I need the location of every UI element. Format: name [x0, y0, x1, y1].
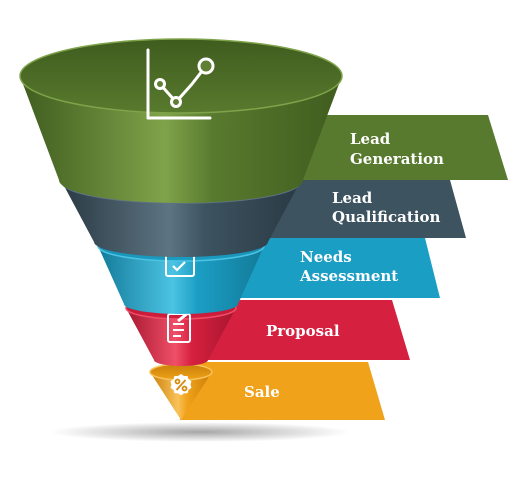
segment-rim: [19, 38, 343, 114]
segment-body: [20, 76, 342, 203]
funnel-shadow: [50, 422, 350, 442]
label-line: Assessment: [299, 267, 398, 285]
ribbon-shape: [270, 180, 466, 238]
label-line: Sale: [244, 383, 280, 401]
ribbon-shape: [180, 362, 385, 420]
segment-body: [98, 246, 264, 314]
stage-label-lead-qualification: Lead Qualification: [332, 189, 440, 226]
funnel-segment-sale: [149, 363, 213, 420]
segment-body: [150, 372, 212, 420]
percent-badge-icon: [170, 374, 192, 396]
label-line: Lead: [332, 189, 373, 207]
label-line: Qualification: [332, 208, 440, 226]
label-line: Generation: [350, 150, 444, 168]
stage-ribbon-needs-assessment: Needs Assessment: [235, 238, 440, 298]
stage-label-proposal: Proposal: [266, 322, 340, 340]
line-chart-icon: [146, 48, 215, 120]
stage-ribbon-proposal: Proposal: [205, 300, 410, 360]
ribbon-shape: [235, 238, 440, 298]
label-line: Lead: [350, 130, 391, 148]
stage-ribbon-lead-generation: Lead Generation: [285, 115, 508, 180]
funnel-segment-lead-generation: [19, 38, 343, 203]
stage-label-lead-generation: Lead Generation: [350, 130, 444, 168]
ribbon-shape: [285, 115, 508, 180]
ribbon-shape: [205, 300, 410, 360]
stage-label-needs-assessment: Needs Assessment: [299, 248, 398, 285]
label-line: Proposal: [266, 322, 340, 340]
stage-label-sale: Sale: [244, 383, 280, 401]
label-line: Needs: [300, 248, 352, 266]
stage-ribbon-sale: Sale: [180, 362, 385, 420]
stage-ribbon-lead-qualification: Lead Qualification: [270, 180, 466, 238]
